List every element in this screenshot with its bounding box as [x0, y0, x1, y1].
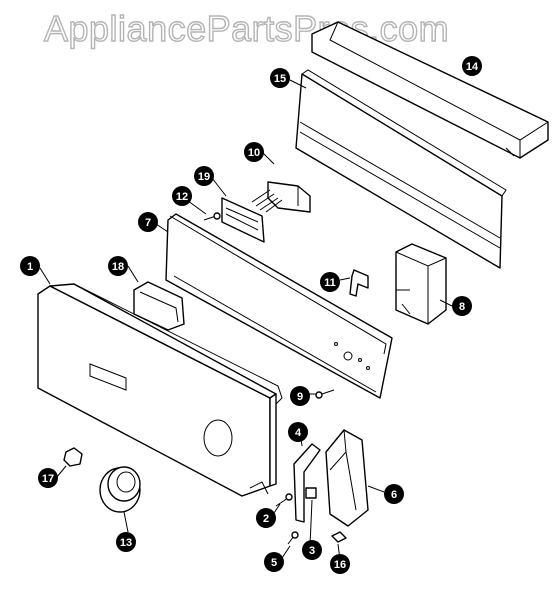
part-10-terminal-block: [251, 181, 311, 213]
callout-1: 1: [20, 256, 40, 276]
callout-15: 15: [270, 68, 290, 88]
svg-text:18: 18: [112, 261, 124, 273]
part-1-control-console: [37, 283, 283, 497]
part-17-button: [63, 447, 83, 467]
part-3-clip: [305, 487, 317, 499]
svg-text:10: 10: [248, 147, 260, 159]
part-15-rear-panel: [295, 69, 507, 269]
part-12-screw: [203, 212, 221, 221]
svg-text:14: 14: [466, 61, 479, 73]
svg-text:12: 12: [176, 191, 188, 203]
svg-text:17: 17: [42, 473, 54, 485]
callout-5: 5: [264, 552, 284, 572]
callout-6: 6: [384, 484, 404, 504]
part-9-screw: [315, 389, 335, 399]
svg-text:19: 19: [198, 171, 210, 183]
part-14-end-cap: [311, 21, 549, 159]
part-13-knob: [99, 466, 141, 513]
svg-text:15: 15: [274, 73, 286, 85]
callout-8: 8: [452, 296, 472, 316]
callout-18: 18: [108, 256, 128, 276]
part-19-bracket: [221, 197, 265, 243]
callout-13: 13: [116, 532, 136, 552]
callout-11: 11: [320, 272, 340, 292]
callout-19: 19: [194, 166, 214, 186]
callout-17: 17: [38, 468, 58, 488]
callout-10: 10: [244, 142, 264, 162]
svg-text:11: 11: [324, 277, 336, 289]
part-7-control-panel-bracket: [165, 213, 393, 399]
svg-text:8: 8: [459, 301, 465, 313]
svg-text:9: 9: [297, 391, 303, 403]
part-2-screw: [275, 493, 293, 507]
svg-text:1: 1: [27, 261, 33, 273]
svg-text:4: 4: [295, 427, 302, 439]
callout-12: 12: [172, 186, 192, 206]
svg-text:6: 6: [391, 489, 397, 501]
part-4-rail: [293, 443, 321, 523]
part-8-control-box: [395, 243, 447, 325]
part-6-end-cap: [325, 429, 369, 527]
callout-4: 4: [288, 422, 308, 442]
svg-text:13: 13: [120, 537, 132, 549]
part-11-clip: [349, 269, 369, 297]
callout-3: 3: [302, 540, 322, 560]
part-16-clip: [331, 531, 347, 543]
callout-14: 14: [462, 56, 482, 76]
svg-text:7: 7: [145, 217, 151, 229]
callout-9: 9: [290, 386, 310, 406]
part-5-screw: [287, 531, 299, 545]
callout-16: 16: [330, 554, 350, 574]
callout-7: 7: [138, 212, 158, 232]
leader-lines: [39, 65, 481, 561]
svg-text:16: 16: [334, 559, 346, 571]
callout-2: 2: [256, 508, 276, 528]
svg-text:3: 3: [309, 545, 315, 557]
svg-text:5: 5: [271, 557, 277, 569]
svg-text:2: 2: [263, 513, 269, 525]
